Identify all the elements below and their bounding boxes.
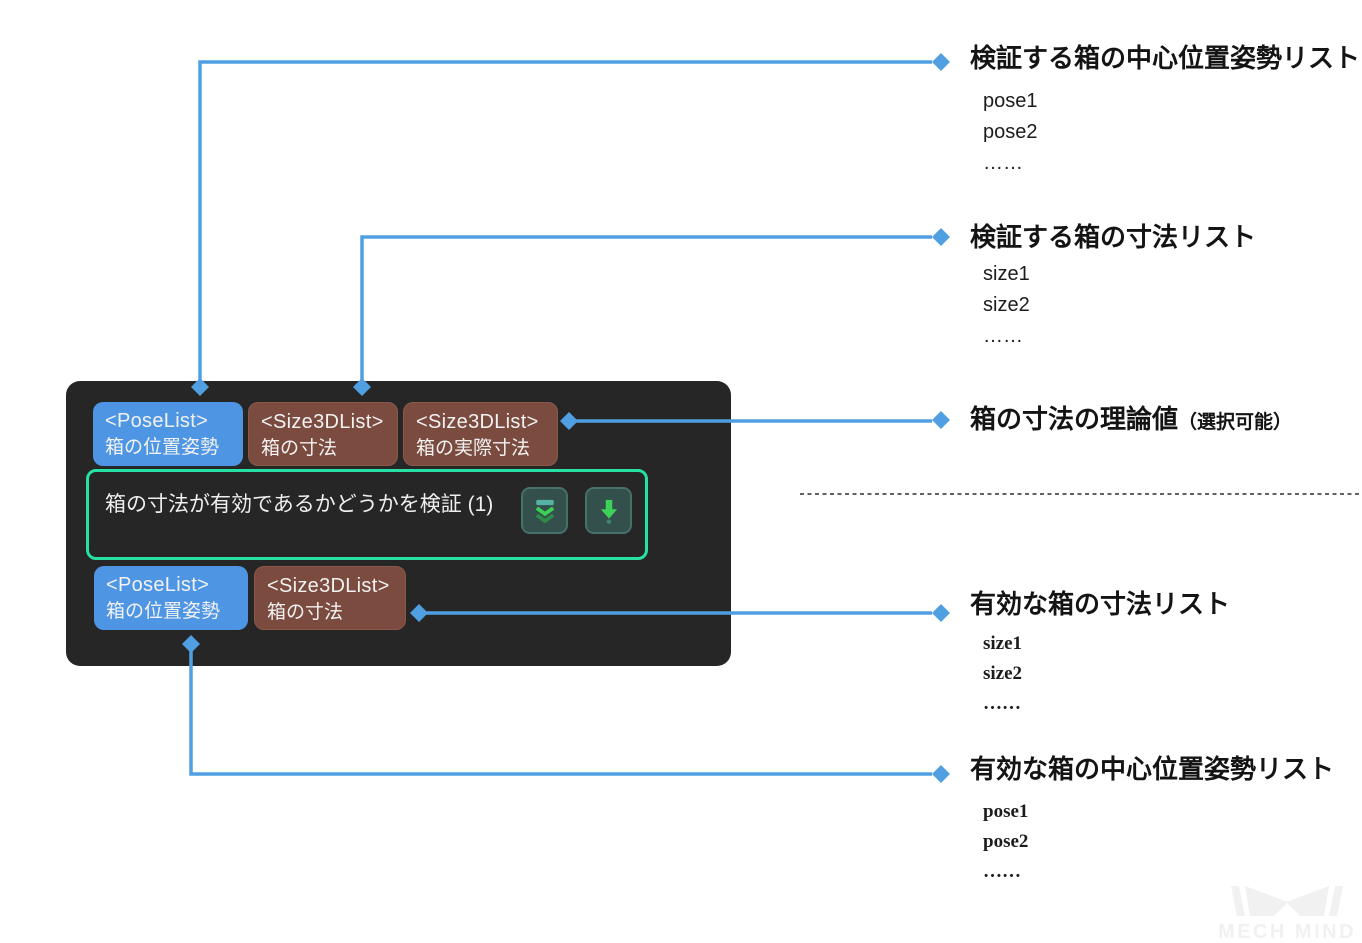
annotation-item: pose1	[983, 801, 1029, 822]
input-port-box-poses[interactable]: <PoseList> 箱の位置姿勢	[93, 402, 243, 466]
annotation-valid-size-list: 有効な箱の寸法リスト size1 size2 ……	[970, 589, 1230, 719]
annotation-item: ……	[983, 325, 1023, 347]
annotation-title: 箱の寸法の理論値（選択可能）	[970, 404, 1292, 438]
double-chevron-down-icon	[535, 499, 554, 523]
port-label: 箱の寸法	[267, 602, 344, 623]
diamond-icon	[932, 765, 950, 783]
connector-line-5	[189, 648, 932, 776]
annotation-title: 検証する箱の中心位置姿勢リスト	[970, 43, 1361, 73]
connector-line-1	[198, 60, 932, 384]
diamond-icon	[932, 53, 950, 71]
logo-left-wing	[1245, 886, 1288, 916]
port-type: <Size3DList>	[261, 411, 384, 433]
annotation-item: pose2	[983, 121, 1038, 143]
annotation-theoretical-size: 箱の寸法の理論値（選択可能）	[970, 404, 1292, 438]
logo-left-sliver	[1231, 886, 1245, 916]
annotation-title-suffix: （選択可能）	[1178, 412, 1293, 433]
port-label: 箱の位置姿勢	[106, 601, 221, 622]
run-step-button[interactable]	[585, 487, 632, 534]
watermark-text: MECH MIND	[1218, 921, 1356, 942]
step-node[interactable]: <PoseList> 箱の位置姿勢 <Size3DList> 箱の寸法 <Siz…	[66, 381, 731, 666]
port-type: <PoseList>	[106, 574, 210, 596]
input-port-box-dimensions[interactable]: <Size3DList> 箱の寸法	[248, 402, 398, 466]
annotation-item: ……	[983, 693, 1021, 714]
output-port-box-poses[interactable]: <PoseList> 箱の位置姿勢	[94, 566, 248, 630]
node-title: 箱の寸法が有効であるかどうかを検証 (1)	[105, 493, 494, 516]
port-label: 箱の寸法	[261, 438, 338, 459]
collapse-node-button[interactable]	[521, 487, 568, 534]
annotation-item: size2	[983, 663, 1023, 684]
annotation-item: pose2	[983, 831, 1029, 852]
port-type: <Size3DList>	[267, 575, 390, 597]
port-type: <PoseList>	[105, 410, 209, 432]
mech-mind-watermark: MECH MIND	[1218, 886, 1356, 942]
annotation-item: ……	[983, 861, 1021, 882]
diamond-icon	[932, 411, 950, 429]
connector-line-2	[360, 235, 932, 384]
annotation-item: ……	[983, 152, 1023, 174]
annotation-item: size1	[983, 263, 1030, 285]
output-port-box-dimensions[interactable]: <Size3DList> 箱の寸法	[254, 566, 406, 630]
down-arrow-icon	[600, 499, 617, 524]
annotation-title: 有効な箱の中心位置姿勢リスト	[970, 754, 1335, 784]
annotation-item: size1	[983, 633, 1023, 654]
diamond-icon	[932, 604, 950, 622]
port-label: 箱の位置姿勢	[105, 437, 220, 458]
annotation-title: 検証する箱の寸法リスト	[970, 222, 1257, 252]
annotation-title: 有効な箱の寸法リスト	[970, 589, 1231, 619]
logo-right-wing	[1286, 886, 1329, 916]
input-port-box-actual-dimensions[interactable]: <Size3DList> 箱の実際寸法	[403, 402, 558, 466]
annotation-item: size2	[983, 294, 1030, 316]
diamond-icon	[932, 228, 950, 246]
logo-right-sliver	[1329, 886, 1343, 916]
annotation-verify-size-list: 検証する箱の寸法リスト size1 size2 ……	[970, 222, 1256, 352]
annotation-valid-pose-list: 有効な箱の中心位置姿勢リスト pose1 pose2 ……	[970, 754, 1334, 887]
port-type: <Size3DList>	[416, 411, 539, 433]
node-body[interactable]: 箱の寸法が有効であるかどうかを検証 (1)	[86, 469, 648, 560]
annotation-title-text: 箱の寸法の理論値	[970, 404, 1179, 434]
annotation-item: pose1	[983, 90, 1038, 112]
port-label: 箱の実際寸法	[416, 438, 531, 459]
annotation-verify-pose-list: 検証する箱の中心位置姿勢リスト pose1 pose2 ……	[970, 43, 1360, 179]
